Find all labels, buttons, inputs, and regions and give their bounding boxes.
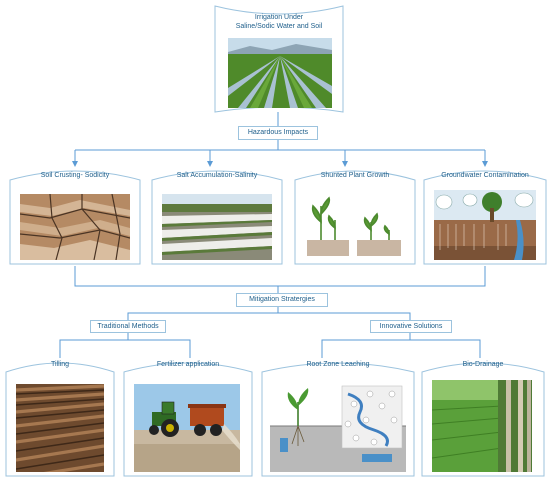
impact-card-soil-crusting: Soil Crusting- Sodicity bbox=[8, 166, 142, 266]
salinity-field-image bbox=[162, 194, 272, 260]
solution-title: Root Zone Leaching bbox=[306, 361, 370, 368]
traditional-methods-label: Traditional Methods bbox=[90, 320, 166, 333]
impact-card-salt-accumulation: Salt Accumulation-Salinity bbox=[150, 166, 284, 266]
root-zone-leaching-image bbox=[270, 380, 406, 472]
impact-card-stunted-growth: Shunted Plant Growth bbox=[293, 166, 417, 266]
link-traditional-split bbox=[59, 332, 129, 358]
impact-card-groundwater: Groundwater Contamination bbox=[422, 166, 548, 266]
top-card-title-line1: Irrigation Under bbox=[254, 14, 304, 21]
impact-title: Shunted Plant Growth bbox=[320, 172, 390, 179]
impact-title: Soil Crusting- Sodicity bbox=[40, 172, 110, 179]
irrigation-field-image bbox=[228, 38, 332, 108]
tractor-fertilizer-image bbox=[134, 384, 240, 472]
solution-card-root-zone-leaching: Root Zone Leaching bbox=[260, 358, 416, 478]
impact-title: Salt Accumulation-Salinity bbox=[176, 172, 258, 179]
mitigation-strategies-label: Mitigation Stratergies bbox=[236, 293, 328, 307]
link-traditional-split-2 bbox=[128, 339, 191, 358]
plant-growth-image bbox=[303, 192, 407, 260]
link-impacts-frame bbox=[74, 266, 486, 287]
top-card: Irrigation Under Saline/Sodic Water and … bbox=[212, 4, 346, 114]
link-innovative-split bbox=[321, 332, 411, 358]
innovative-solutions-label: Innovative Solutions bbox=[370, 320, 452, 333]
link-mitigation-branch-2 bbox=[278, 312, 411, 320]
hazardous-impacts-label: Hazardous Impacts bbox=[238, 126, 318, 140]
solution-card-bio-drainage: Bio-Drainage bbox=[420, 358, 546, 478]
groundwater-image bbox=[434, 190, 536, 260]
tilled-field-image bbox=[16, 384, 104, 472]
top-card-title-line2: Saline/Sodic Water and Soil bbox=[235, 23, 323, 30]
cracked-soil-image bbox=[20, 194, 130, 260]
solution-card-fertilizer: Fertilizer application bbox=[122, 358, 254, 478]
impact-title: Groundwater Contamination bbox=[441, 172, 529, 179]
solution-title: Tilling bbox=[50, 361, 70, 368]
bio-drainage-image bbox=[432, 380, 532, 472]
solution-card-tilling: Tilling bbox=[4, 358, 116, 478]
solution-title: Fertilizer application bbox=[156, 361, 220, 368]
solution-title: Bio-Drainage bbox=[462, 361, 504, 368]
link-innovative-split-2 bbox=[410, 339, 481, 358]
link-mitigation-branch bbox=[127, 306, 279, 320]
